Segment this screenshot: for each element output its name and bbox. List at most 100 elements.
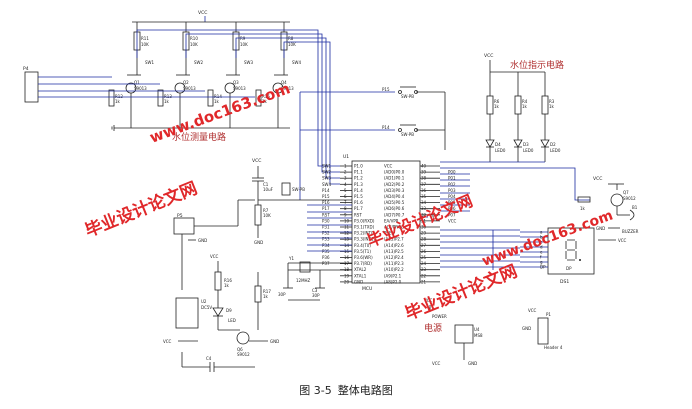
power-gnd-label: GND [468,361,477,366]
u2-label: U2 [201,299,207,304]
mcu-buses: VCC [307,167,590,270]
d9-led [212,307,224,317]
mcu-pin-num: 23 [421,267,427,272]
indicator-led [513,139,523,148]
mcu-pin-right: (AD1)P0.1 [384,176,405,181]
mcu-net-right: VCC [448,218,457,223]
buzzer-base-resistor [577,196,591,203]
mcu-net-right: P06 [448,206,456,211]
digit-pin-label: g [540,260,543,265]
mcu-pin-right: ALE/PROG [384,225,404,230]
mcu-pin-left: XTAL1 [354,273,367,278]
r7-value: 10K [263,213,271,218]
mcu-net-right: P02 [448,182,456,187]
mcu-pin-num: 21 [421,279,427,284]
transistor-label: Q4 [281,80,287,85]
power-circuit: P5 GND U2 DC5V VCC VCC R16 1k D9 LED R17… [163,199,279,372]
reset-circuit: VCC C1 10uF R7 10K GND SW-PB [252,158,352,245]
mcu-pin-num: 40 [421,164,427,169]
ms8-label: MS8 [474,333,483,338]
mcu-pin-right: (A14)P2.6 [384,243,404,248]
r7-resistor [254,204,262,226]
watermarks: 毕业设计论文网 www.doc163.com 毕业设计论文网 www.doc16… [82,79,615,324]
mcu-pin-right: (AD0)P0.0 [384,170,405,175]
reset-switch [281,182,291,196]
digit-dp-label: DP [566,266,572,271]
mcu-pin-num: 7 [344,200,347,205]
indicator-led-label: D4 [495,142,501,147]
d9-type: LED [228,318,236,323]
mcu-pin-right: (AD3)P0.3 [384,188,405,193]
mcu-pin-left: P1.4 [354,188,363,193]
mcu-pin-left: P3.1(TXD) [354,225,375,230]
power-vcc2-label: VCC [432,361,441,366]
mcu-pin-right: (AD7)P0.7 [384,212,405,217]
indicator-resistor-label: R6 [494,99,500,104]
mcu-pin-num: 9 [344,212,347,217]
r7-label: R7 [263,208,269,213]
mcu-pin-num: 12 [344,231,350,236]
mcu-pin-num: 8 [344,206,347,211]
mcu-net-left: P33 [322,237,330,242]
q6-transistor [236,331,250,345]
mcu-pin-num: 32 [421,212,427,217]
indicator-resistor [541,95,549,115]
p4-label: P4 [23,66,29,72]
mcu-pin-left: XTAL2 [354,267,367,272]
y1-crystal [299,261,311,273]
u2-dc-jack [175,297,199,329]
ms8-switch [454,324,474,344]
mcu-pin-num: 30 [421,225,427,230]
mcu-pin-num: 25 [421,255,427,260]
mcu-pin-left: P3.5(T1) [354,249,371,254]
indicator-stage: VCC 水位指示电路 R61kD4LED0R41kD3LED0R31kD2LED… [440,53,564,163]
mcu-net-left: P16 [322,200,330,205]
r17-value: 1k [263,294,269,299]
p5-connector [173,217,195,235]
p4-connector [24,71,39,103]
indicator-led-type: LED0 [495,148,506,153]
header4: VCC P1 Header 4 GND [522,308,563,350]
level-measure-title: 水位测量电路 [172,131,226,143]
figure-number: 图 3-5 [299,384,332,397]
mcu-net-left: P37 [322,261,330,266]
c3-label: C3 [312,288,318,293]
base-resistor-value: 1k [214,99,220,104]
p5-gnd-label: GND [198,238,207,243]
c4-label: C4 [206,356,212,361]
base-resistor-label: R15 [262,94,270,99]
key-switch-s2: SW-PB [398,124,418,137]
mcu-pin-num: 19 [344,273,350,278]
mcu-pin-left: P1.3 [354,182,363,187]
mcu-pin-left: P1.2 [354,176,363,181]
mcu-net-left: P14 [322,188,330,193]
digit-pin-label: f [540,255,542,260]
indicator-resistor [486,95,494,115]
mcu-pin-right: EA/VPP [384,218,399,223]
mcu-net-left: P17 [322,206,330,211]
mcu-pin-right: PSEN [384,231,394,236]
top-resistor-value: 10K [190,42,198,47]
header4-label: Header 4 [544,345,563,350]
mcu-pin-right: VCC [384,164,393,169]
level-indicator-title: 水位指示电路 [510,59,564,71]
base-resistor-label: R13 [164,94,172,99]
r16-value: 1k [224,283,230,288]
mcu-pin-num: 4 [344,182,347,187]
mcu-label: MCU [362,286,372,292]
key-p15-label: P15 [382,87,390,92]
mcu-net-left: SW2 [322,170,331,175]
q6-label: Q6 [237,347,243,352]
q6-gnd-label: GND [270,339,279,344]
base-resistor-value: 1k [164,99,170,104]
indicator-led-label: D3 [523,142,529,147]
base-resistor [157,89,164,107]
vcc-indicator-label: VCC [484,53,493,59]
q6-type: S9012 [237,352,250,357]
mcu-net-right: P05 [448,200,456,205]
mcu-pin-num: 29 [421,231,427,236]
